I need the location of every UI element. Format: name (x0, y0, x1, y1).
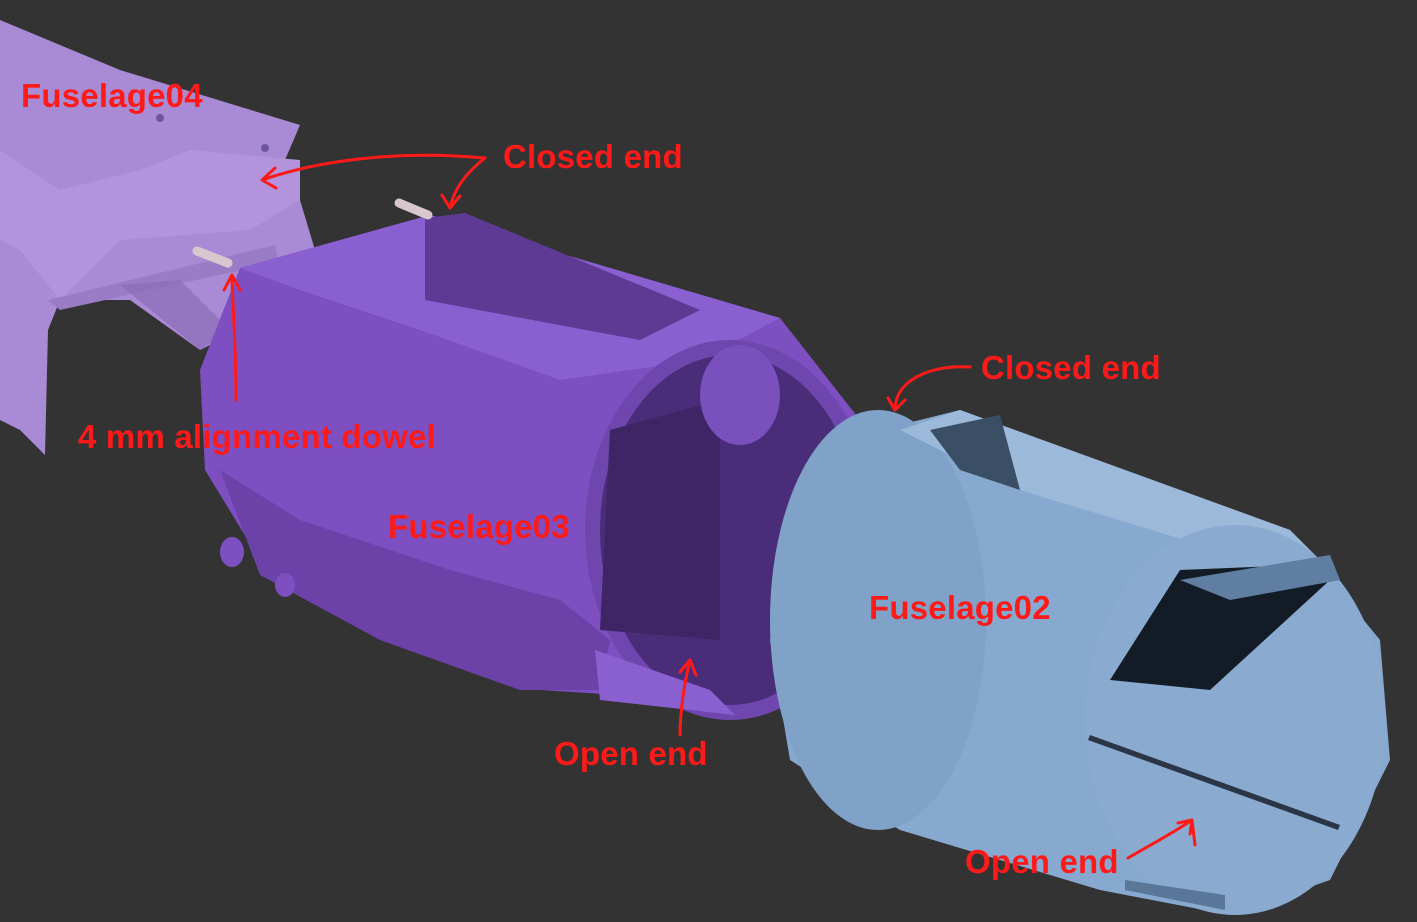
arrow-open-end-f02 (1126, 818, 1197, 860)
alignment-dowels (192, 198, 433, 268)
label-fuselage02: Fuselage02 (869, 589, 1051, 626)
label-open-end-mid: Open end (554, 735, 708, 772)
arrow-closed-end-f03 (440, 156, 487, 210)
label-closed-end-right: Closed end (981, 349, 1161, 386)
label-alignment-dowel: 4 mm alignment dowel (78, 418, 436, 455)
fuselage04-part (0, 20, 318, 455)
label-closed-end-top: Closed end (503, 138, 683, 175)
arrow-closed-end-f02 (886, 365, 972, 412)
fuselage02-part (770, 410, 1390, 915)
label-fuselage03: Fuselage03 (388, 508, 570, 545)
arrow-open-end-f03 (678, 658, 698, 737)
arrow-dowel (222, 273, 242, 402)
label-fuselage04: Fuselage04 (21, 77, 203, 114)
annotation-arrows (222, 153, 1197, 860)
label-open-end-right: Open end (965, 843, 1119, 880)
arrow-closed-end-f04 (260, 153, 487, 190)
